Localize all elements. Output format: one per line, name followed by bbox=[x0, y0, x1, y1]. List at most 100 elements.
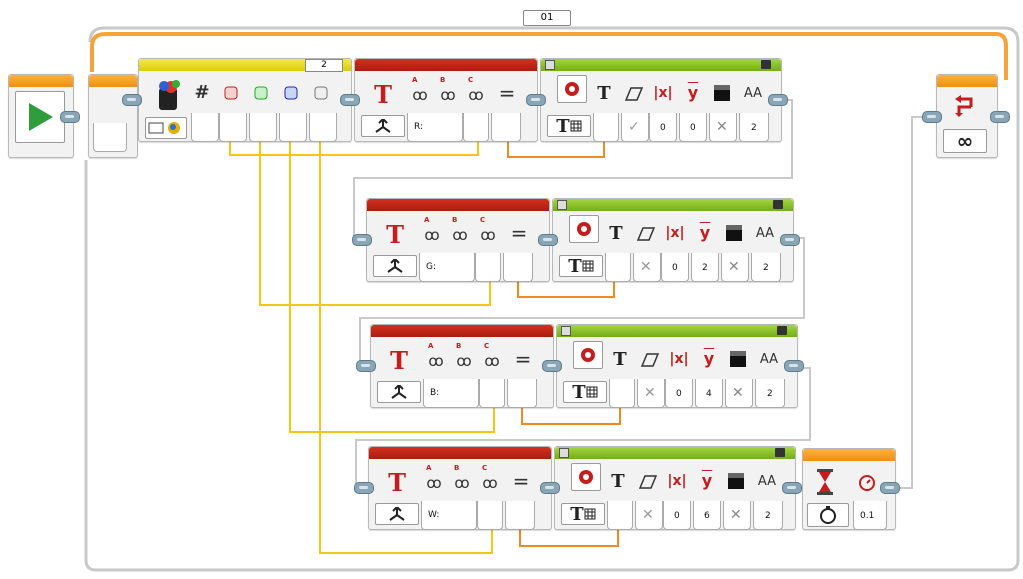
display-color-input[interactable]: ✕ bbox=[721, 253, 749, 282]
timer-icon bbox=[855, 471, 879, 493]
display-y-input[interactable]: 6 bbox=[693, 501, 721, 530]
sensor-mode-selector[interactable] bbox=[145, 117, 187, 139]
display-clear-input[interactable]: ✓ bbox=[621, 113, 649, 142]
color-sensor-block[interactable]: 2 # bbox=[138, 58, 352, 142]
display-block-header bbox=[541, 59, 781, 71]
text-mode-selector[interactable] bbox=[373, 255, 417, 277]
yellow-wire-g bbox=[259, 140, 491, 306]
display-mode-selector[interactable]: T bbox=[547, 115, 591, 137]
display-y-input[interactable]: 4 bbox=[695, 379, 723, 408]
sensor-output-b[interactable] bbox=[279, 113, 307, 142]
display-block[interactable]: T T |x| y AA ✕ 0 2 ✕ 2 bbox=[552, 198, 794, 282]
display-y-input[interactable]: 0 bbox=[679, 113, 707, 142]
display-y-input[interactable]: 2 bbox=[691, 253, 719, 282]
display-x-input[interactable]: 0 bbox=[649, 113, 677, 142]
text-mode-selector[interactable] bbox=[361, 115, 405, 137]
display-x-input[interactable]: 0 bbox=[665, 379, 693, 408]
text-output[interactable] bbox=[491, 113, 521, 142]
wait-mode-selector[interactable] bbox=[807, 503, 849, 527]
loop-start-header bbox=[89, 75, 137, 87]
display-block-out-connector bbox=[780, 234, 800, 246]
sensor-port-selector[interactable]: 2 bbox=[305, 59, 343, 72]
display-font-input[interactable]: 2 bbox=[751, 253, 781, 282]
display-color-input[interactable]: ✕ bbox=[725, 379, 753, 408]
start-play-button[interactable] bbox=[15, 91, 65, 143]
white-reflect-icon bbox=[311, 83, 331, 103]
display-clear-value: ✕ bbox=[640, 259, 652, 275]
hash-icon: # bbox=[194, 81, 210, 103]
sensor-output-w[interactable] bbox=[309, 113, 337, 142]
text-input-b[interactable] bbox=[477, 501, 503, 530]
text-mode-selector[interactable] bbox=[375, 503, 419, 525]
brick-icon bbox=[561, 326, 571, 336]
x-param-icon: |x| bbox=[669, 351, 689, 367]
loop-start-block bbox=[88, 74, 138, 158]
loop-name-label[interactable]: 01 bbox=[523, 10, 571, 26]
hourglass-icon bbox=[811, 467, 839, 497]
text-input-b[interactable] bbox=[479, 379, 505, 408]
display-x-input[interactable]: 0 bbox=[663, 501, 691, 530]
grid-icon bbox=[582, 260, 594, 272]
wait-seconds-input[interactable]: 0.1 bbox=[853, 501, 887, 530]
wait-seconds-value: 0.1 bbox=[860, 511, 875, 521]
sensor-output-r[interactable] bbox=[219, 113, 247, 142]
display-font-input[interactable]: 2 bbox=[753, 501, 783, 530]
text-output[interactable] bbox=[507, 379, 537, 408]
text-output[interactable] bbox=[503, 253, 533, 282]
display-y-value: 0 bbox=[690, 123, 696, 133]
equals-icon: = bbox=[510, 221, 528, 245]
text-input-a[interactable]: W: bbox=[421, 501, 477, 530]
loop-mode-selector[interactable]: ∞ bbox=[943, 129, 987, 153]
display-mode-selector[interactable]: T bbox=[563, 381, 607, 403]
seq-wire-2 bbox=[359, 237, 805, 365]
text-input-a[interactable]: G: bbox=[419, 253, 475, 282]
grid-icon bbox=[570, 120, 582, 132]
display-font-input[interactable]: 2 bbox=[739, 113, 769, 142]
sensor-output-g[interactable] bbox=[249, 113, 277, 142]
display-block[interactable]: T T |x| y AA ✕ 0 6 ✕ 2 bbox=[554, 446, 796, 530]
x-param-icon: |x| bbox=[653, 85, 673, 101]
display-mode-selector[interactable]: T bbox=[559, 255, 603, 277]
display-text-input[interactable] bbox=[605, 253, 631, 282]
text-input-b[interactable] bbox=[463, 113, 489, 142]
display-x-value: 0 bbox=[672, 263, 678, 273]
sensor-output-hash[interactable] bbox=[191, 113, 219, 142]
display-clear-input[interactable]: ✕ bbox=[633, 253, 661, 282]
display-text-input[interactable] bbox=[593, 113, 619, 142]
text-param-icon: T bbox=[611, 470, 625, 492]
display-text-input[interactable] bbox=[609, 379, 635, 408]
display-color-value: ✕ bbox=[730, 507, 742, 523]
display-block[interactable]: T T |x| y AA ✓ 0 0 ✕ 2 bbox=[540, 58, 782, 142]
display-font-input[interactable]: 2 bbox=[755, 379, 785, 408]
loop-orange-arc bbox=[90, 32, 1008, 80]
text-input-b[interactable] bbox=[475, 253, 501, 282]
wait-block[interactable]: 0.1 bbox=[802, 448, 896, 530]
display-text-input[interactable] bbox=[607, 501, 633, 530]
text-input-a[interactable]: R: bbox=[407, 113, 463, 142]
orange-wire-3 bbox=[521, 402, 621, 425]
color-measure-mode-icon bbox=[148, 122, 180, 134]
color-param-icon bbox=[711, 83, 733, 103]
loop-end-block[interactable]: ∞ bbox=[936, 74, 998, 158]
display-color-input[interactable]: ✕ bbox=[723, 501, 751, 530]
eraser-icon bbox=[637, 473, 659, 491]
lock-icon bbox=[773, 200, 783, 209]
display-clear-input[interactable]: ✕ bbox=[635, 501, 663, 530]
display-target-icon bbox=[573, 341, 603, 369]
display-color-input[interactable]: ✕ bbox=[709, 113, 737, 142]
display-x-input[interactable]: 0 bbox=[661, 253, 689, 282]
text-output[interactable] bbox=[505, 501, 535, 530]
display-mode-selector[interactable]: T bbox=[561, 503, 605, 525]
text-input-a[interactable]: B: bbox=[423, 379, 479, 408]
display-clear-input[interactable]: ✕ bbox=[637, 379, 665, 408]
wait-output-connector bbox=[880, 482, 900, 494]
display-block-in-connector bbox=[538, 234, 558, 246]
color-sensor-icon bbox=[147, 77, 187, 113]
text-mode-selector[interactable] bbox=[377, 381, 421, 403]
display-block[interactable]: T T |x| y AA ✕ 0 4 ✕ 2 bbox=[556, 324, 798, 408]
